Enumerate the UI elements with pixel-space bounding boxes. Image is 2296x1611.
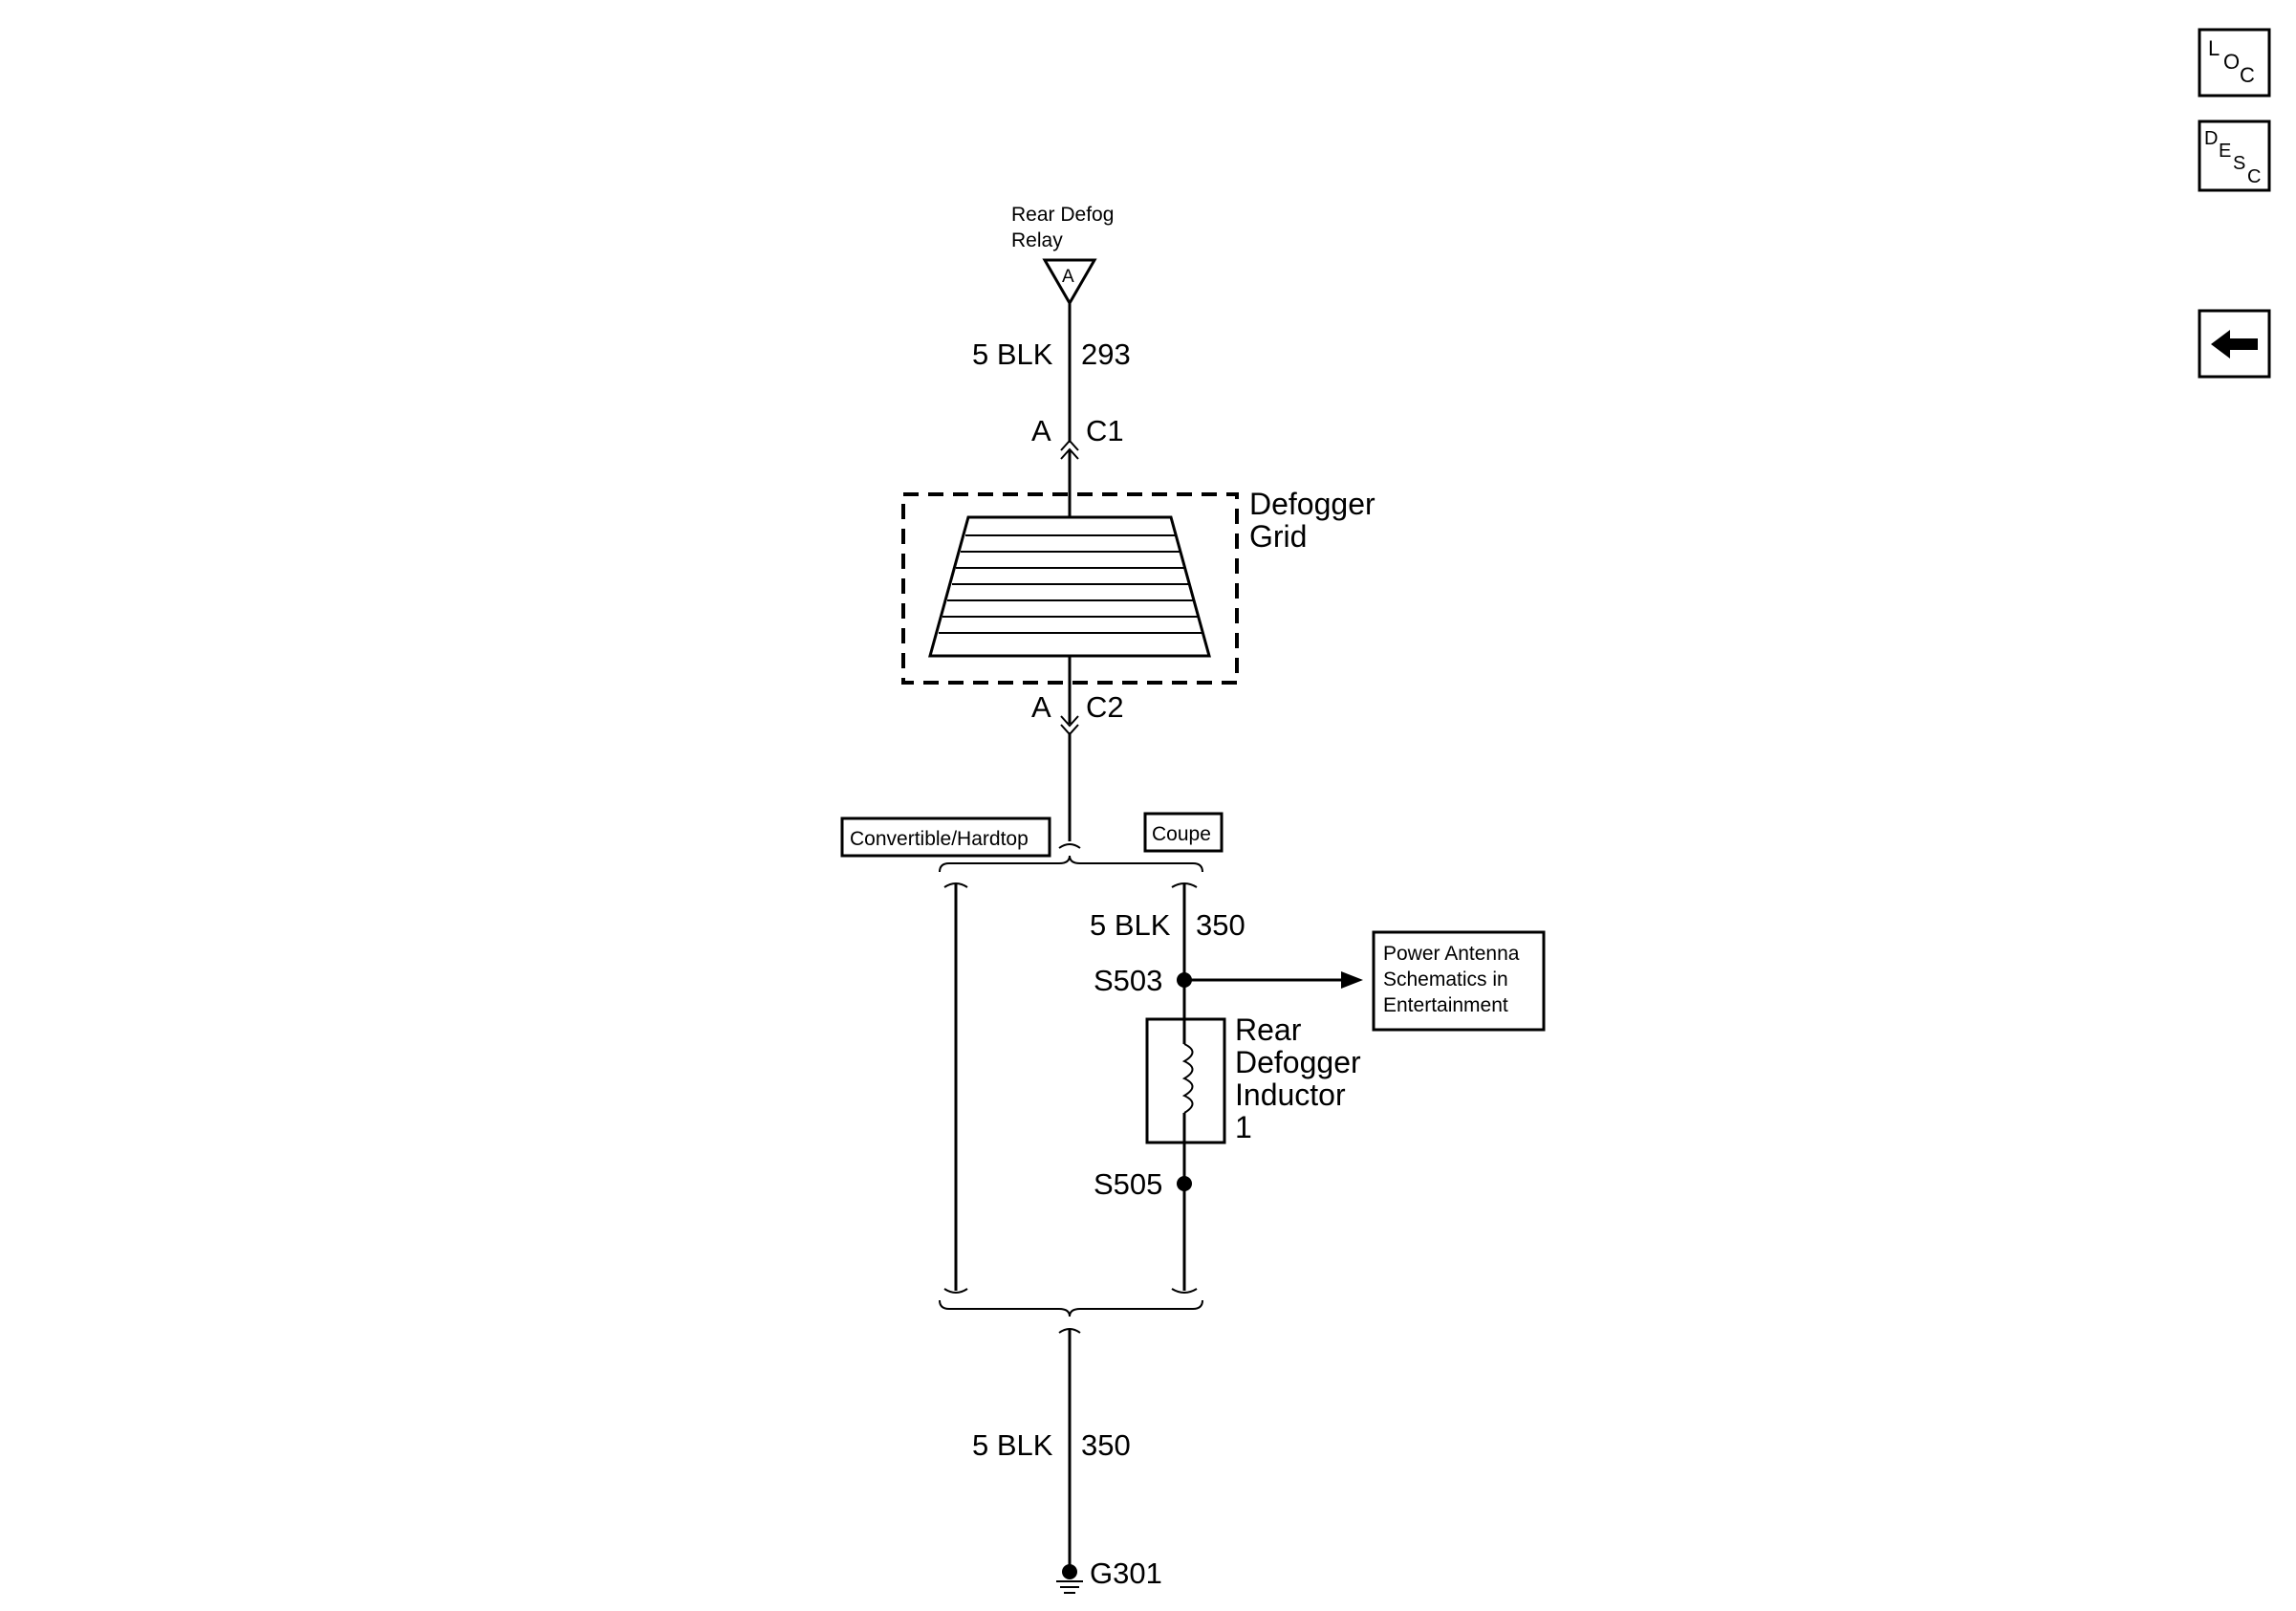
ground-icon	[1056, 1564, 1083, 1594]
defogger-grid-outline	[901, 492, 1239, 685]
option-convertible-hardtop: Convertible/Hardtop	[840, 816, 1051, 858]
inductor-label-line3: Inductor	[1235, 1078, 1346, 1112]
splice-s503-label: S503	[1094, 964, 1162, 997]
desc-letter-e: E	[2219, 141, 2231, 162]
power-antenna-reference[interactable]: Power Antenna Schematics in Entertainmen…	[1372, 930, 1546, 1032]
left-arrow-icon	[2211, 330, 2258, 359]
wire-350-coupe-circuit: 350	[1196, 908, 1245, 942]
loc-letter-o: O	[2223, 50, 2240, 74]
wire-293-gauge: 5 BLK	[972, 337, 1053, 371]
desc-button[interactable]: D E S C	[2198, 120, 2271, 192]
desc-letter-s: S	[2233, 153, 2245, 174]
option-bracket-bottom	[939, 1288, 1203, 1334]
wire-350-ground-circuit: 350	[1081, 1428, 1131, 1462]
c1-connector-label: C1	[1086, 414, 1124, 447]
inductor-coil-icon	[1181, 1043, 1194, 1114]
relay-terminal-label: A	[1062, 267, 1074, 287]
c1-pin-label: A	[1031, 414, 1051, 447]
reference-line2: Schematics in	[1383, 969, 1508, 991]
relay-terminal-triangle	[1042, 258, 1097, 306]
defogger-grid-label-line2: Grid	[1249, 519, 1307, 554]
back-button[interactable]	[2198, 309, 2271, 379]
reference-line1: Power Antenna	[1383, 943, 1520, 965]
inductor-label-line1: Rear	[1235, 1012, 1302, 1047]
reference-line3: Entertainment	[1383, 994, 1508, 1016]
splice-s505-dot	[1177, 1176, 1192, 1191]
inductor-label-line2: Defogger	[1235, 1045, 1361, 1079]
ground-label: G301	[1090, 1557, 1162, 1590]
c2-connector-label: C2	[1086, 690, 1124, 724]
arrow-right-icon	[1341, 971, 1363, 989]
defogger-grid-symbol	[928, 515, 1211, 658]
relay-label-line2: Relay	[1011, 229, 1063, 251]
option-coupe-label: Coupe	[1152, 823, 1211, 845]
loc-letter-c: C	[2240, 63, 2255, 87]
desc-letter-d: D	[2204, 128, 2218, 149]
defogger-grid-label-line1: Defogger	[1249, 487, 1375, 521]
wire-293-circuit: 293	[1081, 337, 1131, 371]
c2-pin-label: A	[1031, 690, 1051, 724]
loc-letter-l: L	[2208, 36, 2220, 60]
wire-350-coupe-gauge: 5 BLK	[1090, 908, 1171, 942]
relay-label-line1: Rear Defog	[1011, 204, 1114, 226]
wire-350-ground-gauge: 5 BLK	[972, 1428, 1053, 1462]
loc-button[interactable]: L O C	[2198, 28, 2271, 98]
desc-letter-c: C	[2247, 166, 2261, 187]
option-bracket-top	[939, 843, 1203, 888]
option-coupe: Coupe	[1143, 812, 1224, 853]
option-convertible-label: Convertible/Hardtop	[850, 828, 1029, 850]
inductor-label-line4: 1	[1235, 1110, 1252, 1144]
splice-s505-label: S505	[1094, 1167, 1162, 1201]
